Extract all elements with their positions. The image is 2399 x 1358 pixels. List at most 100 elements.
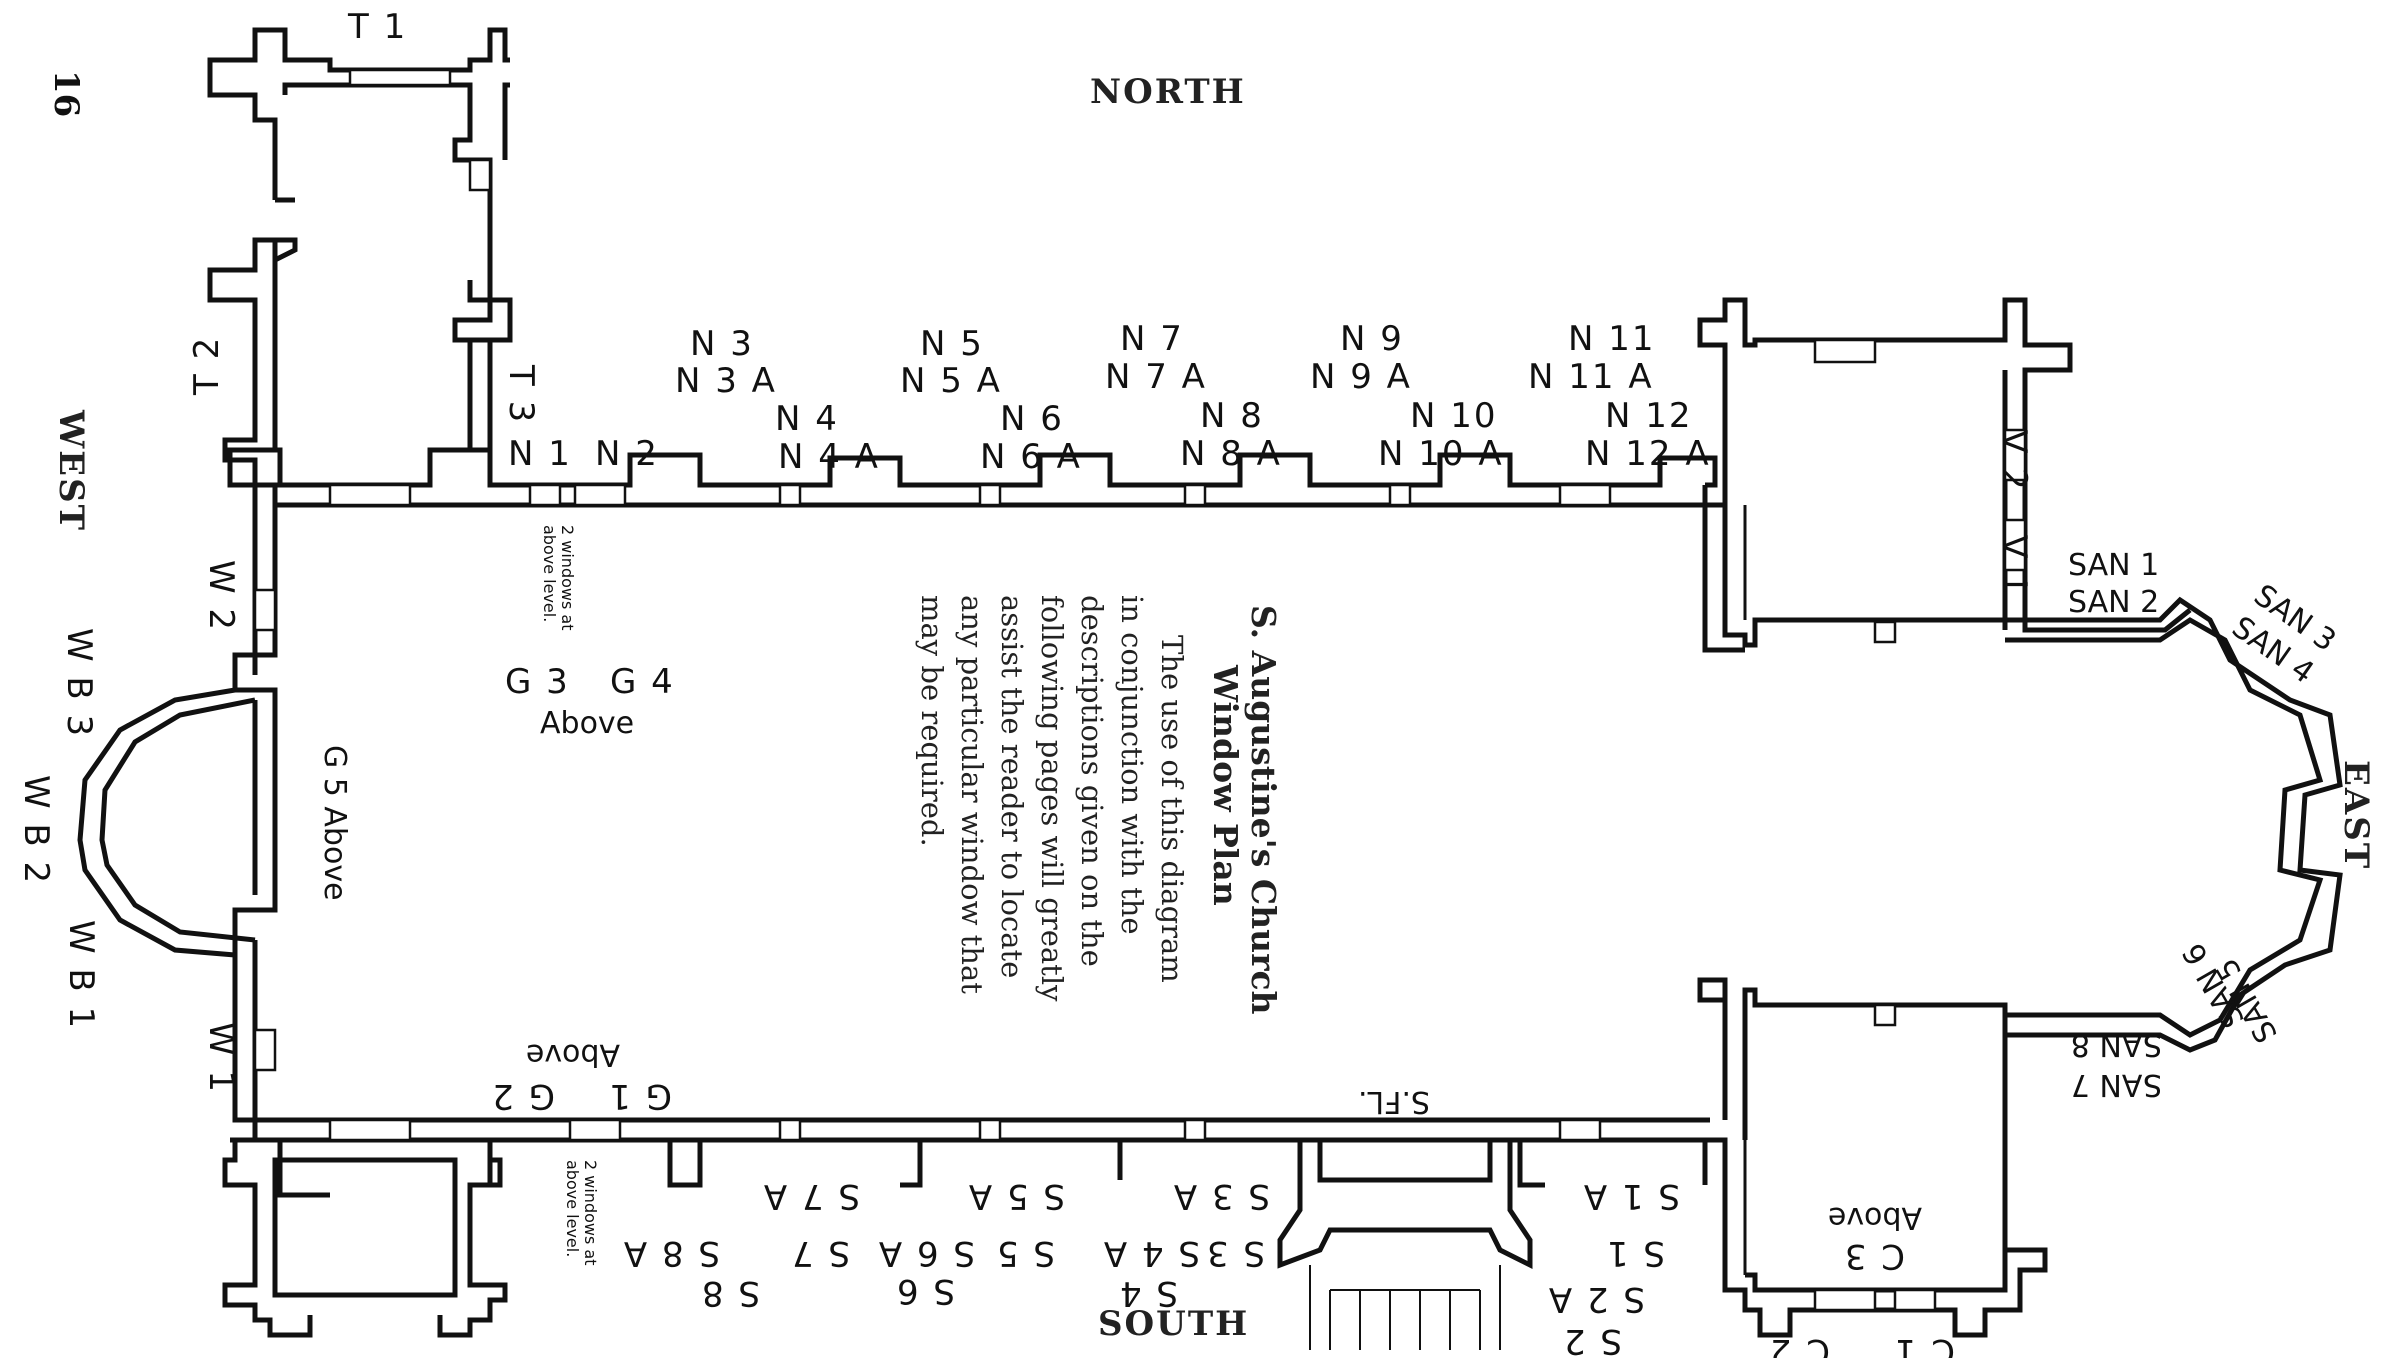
description-line-6: any particular window that xyxy=(955,595,989,994)
diagram-title-line2: Window Plan xyxy=(1206,664,1245,906)
label-c1: C 1 xyxy=(1893,1331,1955,1358)
label-n3a: N 3 A xyxy=(675,361,777,401)
description-line-7: may be required. xyxy=(915,595,949,847)
label-s3: S 3 xyxy=(1205,1233,1265,1273)
window-openings xyxy=(253,68,2027,1312)
label-s3a: S 3 A xyxy=(1172,1176,1270,1216)
label-wb1: W B 1 xyxy=(61,920,101,1030)
label-s7: S 7 xyxy=(790,1233,850,1273)
label-g12-above: Above xyxy=(526,1037,620,1072)
label-san1: SAN 1 xyxy=(2068,548,2159,583)
note-north-line1: 2 windows at xyxy=(558,525,577,630)
label-t2: T 2 xyxy=(187,336,227,396)
label-n1: N 1 xyxy=(508,434,572,474)
label-g1: G 1 xyxy=(607,1076,672,1116)
label-s4: S 4 xyxy=(1118,1273,1178,1313)
label-c2: C 2 xyxy=(1768,1331,1830,1358)
label-s6: S 6 xyxy=(895,1271,955,1311)
label-g5: G 5 Above xyxy=(317,745,352,901)
note-south-line2: above level. xyxy=(563,1160,582,1257)
description-line-1: The use of this diagram xyxy=(1155,635,1189,983)
label-n5a: N 5 A xyxy=(900,361,1002,401)
description-line-3: descriptions given on the xyxy=(1075,595,1109,967)
label-v2: V 2 xyxy=(1994,430,2034,492)
tower-walls xyxy=(207,27,513,485)
label-san8: SAN 8 xyxy=(2071,1027,2162,1062)
label-s8a: S 8 A xyxy=(622,1233,720,1273)
description-line-4: following pages will greatly xyxy=(1035,595,1069,1002)
compass-north: NORTH xyxy=(1090,72,1246,112)
label-g34-above: Above xyxy=(540,706,634,741)
label-n10a: N 10 A xyxy=(1378,434,1504,474)
label-n11: N 11 xyxy=(1568,319,1656,359)
label-c3: C 3 xyxy=(1843,1236,1905,1276)
label-wb2: W B 2 xyxy=(16,775,56,885)
title-block: S. Augustine's Church Window Plan xyxy=(1206,605,1283,1015)
note-south-line1: 2 windows at xyxy=(581,1160,600,1265)
chapel-walls xyxy=(1697,977,2048,1338)
label-sfl: S.FL. xyxy=(1358,1084,1430,1119)
diagram-title-line1: S. Augustine's Church xyxy=(1244,605,1283,1015)
west-window-labels: W 2 W 1 W B 3 W B 2 W B 1 xyxy=(16,560,241,1094)
label-n10: N 10 xyxy=(1410,396,1498,436)
label-w2: W 2 xyxy=(201,560,241,632)
vestry-window-labels: V 2 V 1 xyxy=(1994,430,2034,597)
page-number: 16 xyxy=(46,70,86,117)
label-s5: S 5 xyxy=(995,1233,1055,1273)
description-line-5: assist the reader to locate xyxy=(995,595,1029,978)
label-n9: N 9 xyxy=(1340,319,1404,359)
description-block: The use of this diagram in conjunction w… xyxy=(915,595,1189,1002)
porch-walls xyxy=(222,1140,1533,1350)
label-s6a: S 6 A xyxy=(877,1233,975,1273)
label-s1: S 1 xyxy=(1605,1233,1665,1273)
label-s7a: S 7 A xyxy=(762,1176,860,1216)
note-north-line2: above level. xyxy=(540,525,559,622)
label-n9a: N 9 A xyxy=(1310,357,1412,397)
label-s8: S 8 xyxy=(700,1273,760,1313)
note-south-two-windows: 2 windows at above level. xyxy=(563,1160,600,1265)
label-san2: SAN 2 xyxy=(2068,585,2159,620)
label-s5a: S 5 A xyxy=(967,1176,1065,1216)
label-n3: N 3 xyxy=(690,324,754,364)
chapel-window-labels: C 3 Above C 2 C 1 xyxy=(1768,1200,1955,1358)
label-n12: N 12 xyxy=(1605,396,1693,436)
sanctuary-window-labels: SAN 1 SAN 2 SAN 3 SAN 4 SAN 5 SAN 6 SAN … xyxy=(2068,548,2342,1102)
label-t3: T 3 xyxy=(501,364,541,424)
north-window-labels: N 1 N 2 N 3 N 3 A N 4 N 4 A N 5 N 5 A N … xyxy=(508,319,1711,477)
sanctuary-walls xyxy=(2005,596,2343,1053)
label-s4a: S 4 A xyxy=(1102,1233,1200,1273)
compass-east: EAST xyxy=(2336,760,2376,870)
label-v1: V 1 xyxy=(1994,535,2034,597)
label-t1: T 1 xyxy=(347,7,407,47)
label-n11a: N 11 A xyxy=(1528,357,1654,397)
label-g3: G 3 xyxy=(505,662,570,702)
label-n7: N 7 xyxy=(1120,319,1184,359)
label-n4: N 4 xyxy=(775,399,839,439)
description-line-2: in conjunction with the xyxy=(1115,595,1149,935)
label-s2: S 2 xyxy=(1562,1321,1622,1358)
label-n7a: N 7 A xyxy=(1105,357,1207,397)
note-north-two-windows: 2 windows at above level. xyxy=(540,525,577,630)
label-n12a: N 12 A xyxy=(1585,434,1711,474)
label-n4a: N 4 A xyxy=(778,437,880,477)
compass-south: SOUTH xyxy=(1098,1304,1249,1344)
label-n5: N 5 xyxy=(920,324,984,364)
label-g4: G 4 xyxy=(610,662,675,702)
label-wb3: W B 3 xyxy=(59,628,99,738)
label-n8a: N 8 A xyxy=(1180,434,1282,474)
south-window-labels: S 1 A S 1 S 2 A S 2 S 3 A S 3 S 4 A S 4 … xyxy=(622,1176,1680,1358)
tower-window-labels: T 1 T 2 T 3 xyxy=(187,7,541,424)
gallery-window-labels: G 3 G 4 Above G 5 Above G 1 G 2 Above xyxy=(317,662,675,1116)
label-n2: N 2 xyxy=(595,434,659,474)
label-s2a: S 2 A xyxy=(1547,1279,1645,1319)
label-w1: W 1 xyxy=(201,1022,241,1094)
label-san7: SAN 7 xyxy=(2071,1067,2162,1102)
label-c3-above: Above xyxy=(1828,1200,1922,1235)
label-n6a: N 6 A xyxy=(980,437,1082,477)
label-n8: N 8 xyxy=(1200,396,1264,436)
label-n6: N 6 xyxy=(1000,399,1064,439)
compass-west: WEST xyxy=(51,409,91,532)
label-s1a: S 1 A xyxy=(1582,1176,1680,1216)
label-g2: G 2 xyxy=(490,1076,555,1116)
